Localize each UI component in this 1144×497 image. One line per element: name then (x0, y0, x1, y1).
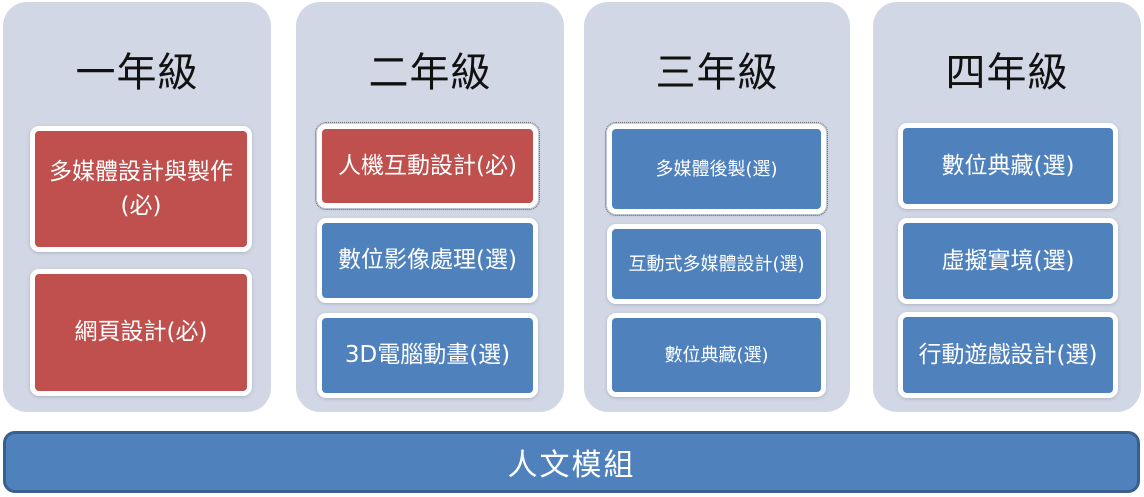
year-2-panel: 二年級 人機互動設計(必) 數位影像處理(選) 3D電腦動畫(選) (296, 2, 564, 412)
humanities-module-bar: 人文模組 (3, 431, 1140, 493)
course-3d-animation: 3D電腦動畫(選) (317, 313, 538, 398)
course-multimedia-design-production: 多媒體設計與製作(必) (30, 126, 252, 252)
course-mobile-game-design: 行動遊戲設計(選) (898, 312, 1118, 398)
course-digital-archive-y4: 數位典藏(選) (898, 123, 1118, 209)
year-3-panel: 三年級 多媒體後製(選) 互動式多媒體設計(選) 數位典藏(選) (584, 2, 850, 412)
year-1-title: 一年級 (75, 50, 199, 96)
year-4-panel: 四年級 數位典藏(選) 虛擬實境(選) 行動遊戲設計(選) (873, 2, 1141, 412)
course-virtual-reality: 虛擬實境(選) (898, 218, 1118, 304)
course-digital-archive-y3: 數位典藏(選) (607, 313, 826, 397)
course-web-design: 網頁設計(必) (30, 269, 252, 396)
year-2-title: 二年級 (368, 50, 492, 96)
course-multimedia-post-production: 多媒體後製(選) (605, 122, 828, 216)
year-3-title: 三年級 (655, 50, 779, 96)
course-digital-image-processing: 數位影像處理(選) (317, 218, 538, 303)
course-hci-design: 人機互動設計(必) (315, 122, 540, 210)
year-4-title: 四年級 (945, 50, 1069, 96)
course-interactive-multimedia-design: 互動式多媒體設計(選) (607, 224, 826, 304)
year-1-panel: 一年級 多媒體設計與製作(必) 網頁設計(必) (3, 2, 271, 412)
